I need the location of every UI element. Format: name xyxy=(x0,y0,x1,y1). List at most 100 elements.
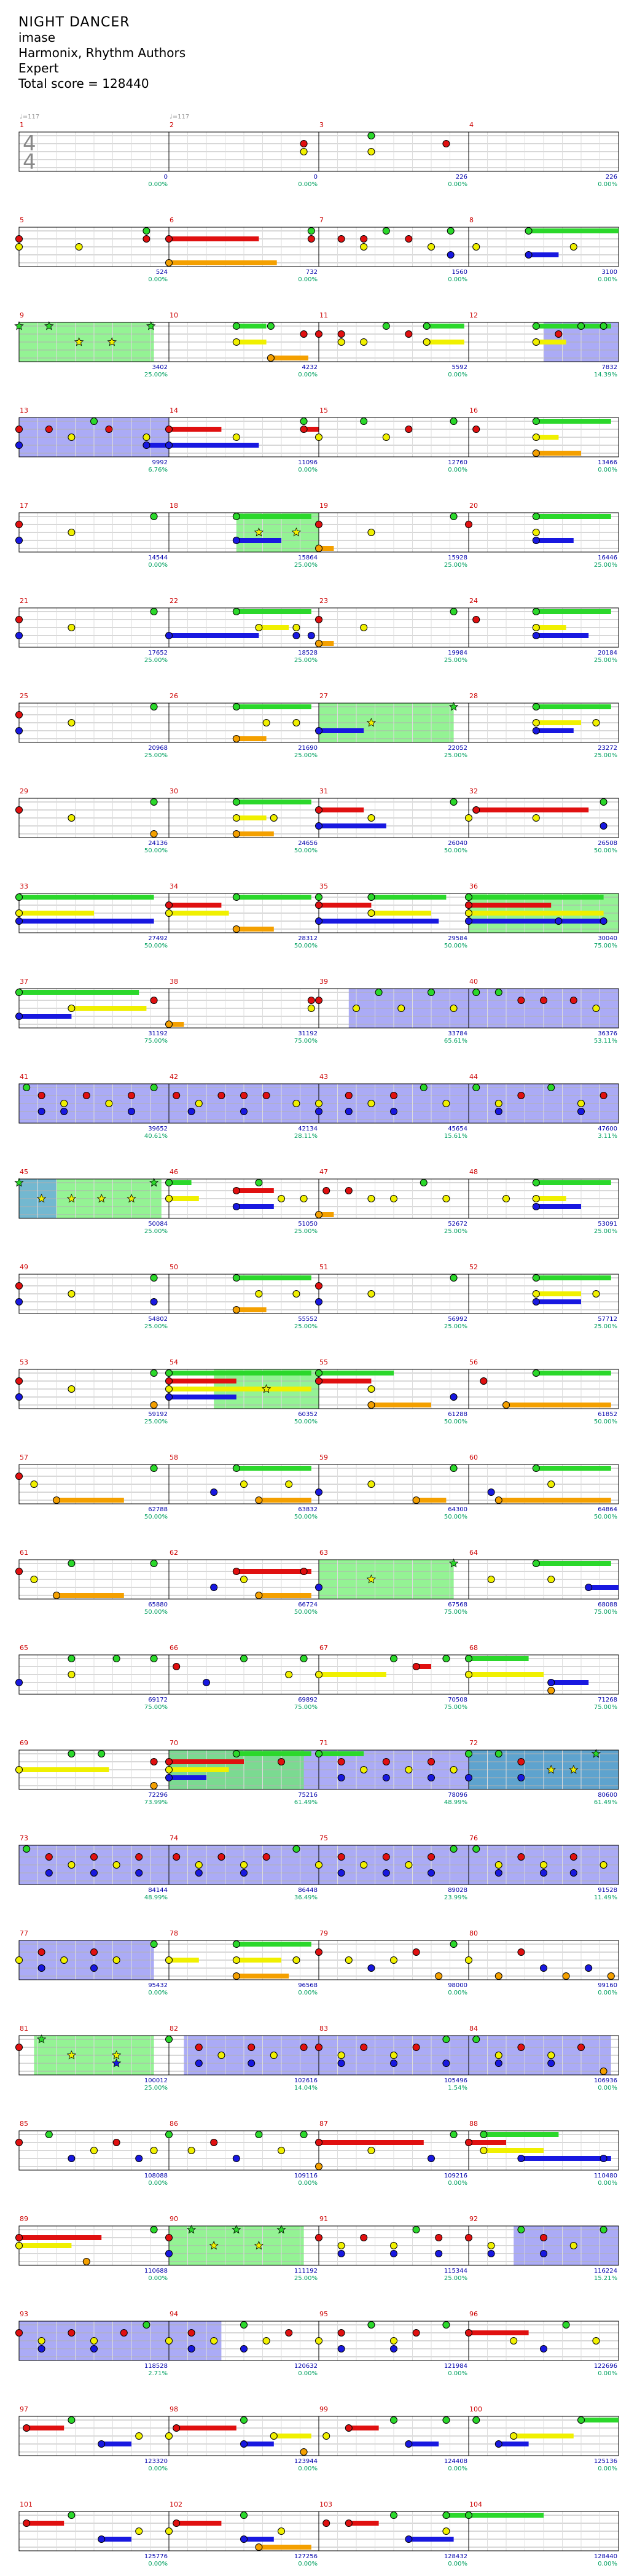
note-gem-b xyxy=(248,2060,256,2067)
note-gem-r xyxy=(300,140,308,147)
note-gem-o xyxy=(150,1401,158,1409)
measure-number: 15 xyxy=(319,407,328,414)
sustain-b xyxy=(498,2442,529,2446)
sustain-r xyxy=(236,1569,311,1574)
note-gem-g xyxy=(150,1084,158,1091)
note-gem-r xyxy=(405,426,413,433)
sustain-y xyxy=(371,911,431,916)
note-gem-y xyxy=(68,624,76,631)
note-gem-b xyxy=(187,1108,195,1115)
note-gem-r xyxy=(300,426,308,433)
measure-percent: 0.00% xyxy=(448,2465,467,2472)
sustain-o xyxy=(169,260,277,265)
song-header: NIGHT DANCER imase Harmonix, Rhythm Auth… xyxy=(18,15,186,91)
measure-percent: 0.00% xyxy=(148,2561,168,2567)
note-gem-r xyxy=(217,1853,225,1861)
note-gem-y xyxy=(465,814,472,822)
sustain-b xyxy=(236,1204,274,1209)
sustain-o xyxy=(319,546,334,551)
sustain-y xyxy=(19,2243,72,2248)
note-gem-g xyxy=(428,989,435,996)
note-gem-r xyxy=(315,806,322,814)
sustain-b xyxy=(244,2537,274,2542)
note-gem-g xyxy=(232,1465,240,1472)
measure-percent: 0.00% xyxy=(598,2465,617,2472)
measure-number: 66 xyxy=(170,1644,178,1652)
note-gem-o xyxy=(255,2543,263,2551)
note-gem-b xyxy=(525,251,533,259)
measure-number: 85 xyxy=(20,2120,28,2128)
measure-number: 87 xyxy=(319,2120,328,2128)
note-gem-g xyxy=(423,322,431,330)
note-gem-b xyxy=(532,727,540,734)
measure-number: 46 xyxy=(170,1168,178,1176)
measure-percent: 25.00% xyxy=(594,1228,617,1235)
note-gem-b xyxy=(367,1964,375,1972)
note-gem-y xyxy=(367,1385,375,1393)
note-gem-y xyxy=(30,1576,38,1583)
note-gem-y xyxy=(532,1195,540,1202)
note-gem-y xyxy=(165,1195,173,1202)
note-gem-b xyxy=(210,1584,218,1591)
measure-percent: 25.00% xyxy=(294,2275,318,2282)
measure-box xyxy=(468,607,619,648)
note-gem-y xyxy=(367,2147,375,2154)
sustain-g xyxy=(536,1561,611,1566)
measure-score: 56992 xyxy=(448,1316,467,1323)
sustain-b xyxy=(536,633,589,638)
note-gem-g xyxy=(143,2321,150,2329)
sustain-b xyxy=(319,823,386,828)
note-gem-r xyxy=(210,2139,218,2146)
measure-percent: 25.00% xyxy=(144,657,168,664)
note-gem-y xyxy=(428,243,435,251)
note-gem-r xyxy=(15,1473,23,1480)
sustain-r xyxy=(319,2140,424,2145)
sustain-b xyxy=(408,2442,439,2446)
sustain-g xyxy=(371,895,447,900)
measure-number: 43 xyxy=(319,1073,328,1081)
measure-number: 80 xyxy=(469,1929,478,1937)
note-gem-r xyxy=(517,1948,525,1956)
note-gem-g xyxy=(532,1465,540,1472)
note-gem-g xyxy=(367,2321,375,2329)
note-gem-y xyxy=(532,719,540,726)
note-gem-r xyxy=(322,1187,330,1194)
note-gem-r xyxy=(337,235,345,243)
sustain-y xyxy=(536,625,566,630)
note-gem-g xyxy=(420,1084,428,1091)
note-gem-b xyxy=(532,1298,540,1306)
note-gem-b xyxy=(37,1964,45,1972)
note-gem-y xyxy=(345,1956,353,1964)
measure-number: 83 xyxy=(319,2025,328,2033)
note-gem-b xyxy=(337,2345,345,2352)
sustain-o xyxy=(371,1403,431,1407)
sustain-g xyxy=(536,514,611,519)
note-gem-g xyxy=(165,1369,173,1377)
sustain-y xyxy=(426,340,464,344)
note-gem-b xyxy=(195,2060,203,2067)
note-gem-y xyxy=(15,243,23,251)
note-gem-b xyxy=(569,1869,577,1877)
sustain-b xyxy=(169,633,259,638)
note-gem-g xyxy=(390,2512,397,2519)
measure-percent: 61.49% xyxy=(294,1799,318,1806)
measure-score: 61288 xyxy=(448,1411,467,1418)
note-gem-y xyxy=(472,243,480,251)
star-note-y xyxy=(36,1193,47,1203)
note-gem-r xyxy=(68,2329,76,2337)
note-gem-g xyxy=(165,1179,173,1186)
measure-number: 73 xyxy=(20,1834,28,1842)
note-gem-r xyxy=(428,1758,435,1765)
note-gem-y xyxy=(569,2242,577,2249)
sustain-r xyxy=(176,2521,222,2526)
measure-number: 70 xyxy=(170,1739,178,1747)
measure-score: 105496 xyxy=(444,2077,467,2084)
measure-number: 23 xyxy=(319,597,328,605)
note-gem-r xyxy=(345,2424,353,2432)
note-gem-r xyxy=(412,1663,420,1670)
sustain-g xyxy=(536,1371,611,1376)
measure-number: 49 xyxy=(20,1263,28,1271)
note-gem-g xyxy=(68,2416,76,2424)
measure-box xyxy=(468,1749,619,1790)
sustain-g xyxy=(236,1942,311,1947)
